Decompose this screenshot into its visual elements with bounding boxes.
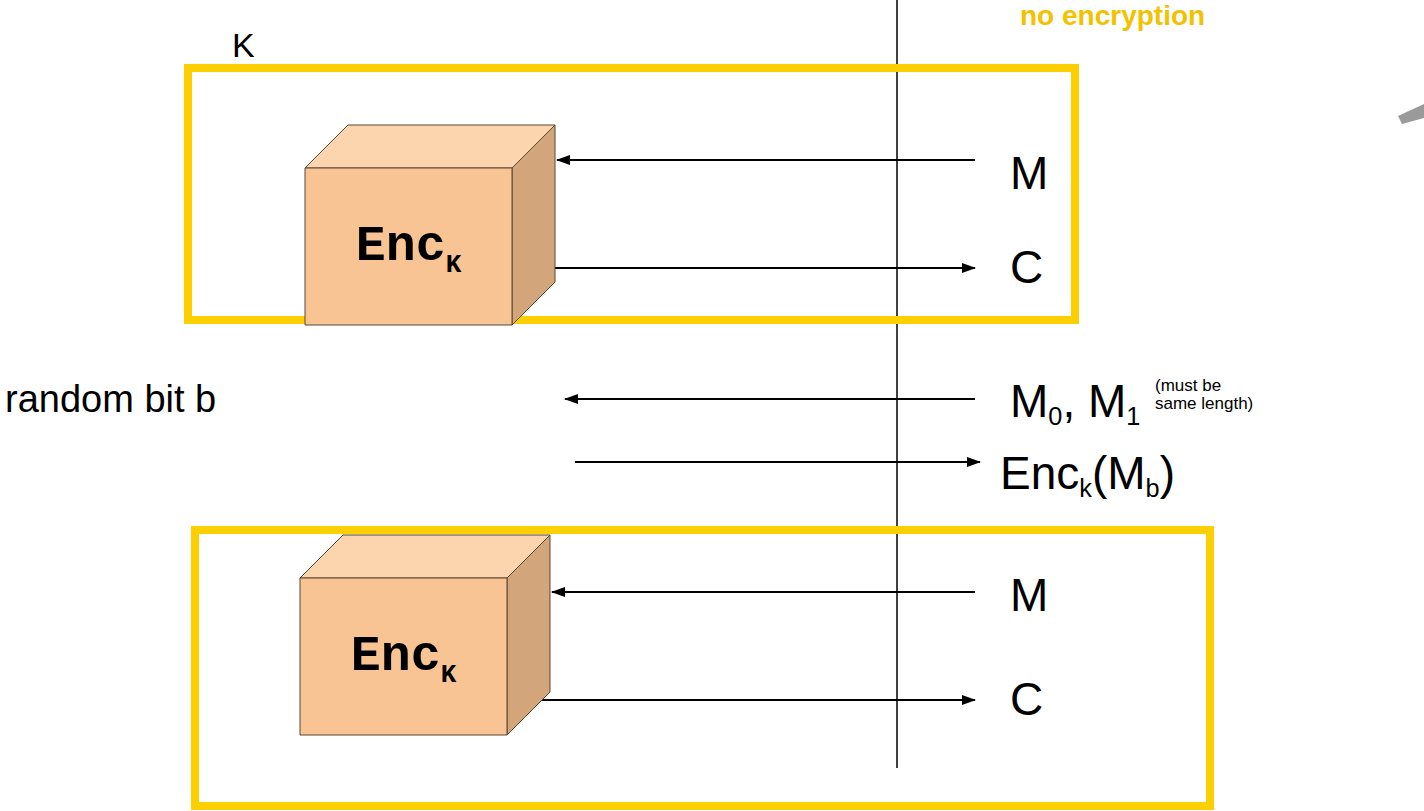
cube-face	[305, 125, 555, 168]
challenge-arrow	[565, 398, 975, 400]
cube-face-text: EncK	[305, 168, 512, 325]
cube-face-text: EncK	[300, 578, 507, 735]
label-text: )	[1160, 447, 1175, 499]
cube-face	[305, 168, 512, 325]
label-text: no encryption	[1020, 0, 1205, 31]
query-arrow	[557, 159, 975, 161]
label-text: C	[1010, 241, 1043, 293]
challenge-messages: M0, M1	[1010, 378, 1140, 429]
note-text: no encryption	[1020, 2, 1205, 30]
ciphertext-label: C	[1010, 244, 1043, 290]
oracle-frame	[195, 530, 1210, 806]
reply-arrow	[512, 267, 975, 269]
divider-line	[896, 0, 898, 768]
cube-face	[300, 578, 507, 735]
label-text: k	[1079, 474, 1092, 502]
label-text: K	[232, 26, 255, 64]
label-text: b	[1146, 474, 1160, 502]
encryption-cube: EncK	[305, 125, 555, 325]
label-text: M	[1010, 147, 1048, 199]
label-text: 1	[1126, 402, 1140, 430]
encryption-cube: EncK	[300, 535, 550, 735]
key-subscript: K	[441, 662, 457, 688]
label-text: , M	[1062, 375, 1126, 427]
key-label: K	[232, 28, 255, 62]
cartoon-fragment	[1398, 104, 1424, 124]
function-name: Enc	[351, 632, 441, 682]
label-text: M	[1010, 569, 1048, 621]
cube-face	[507, 535, 550, 735]
cube-face	[300, 535, 550, 578]
label-text: C	[1010, 673, 1043, 725]
label-text: (M	[1092, 447, 1146, 499]
key-subscript: K	[446, 252, 462, 278]
label-text: M	[1010, 375, 1048, 427]
challenge-reply-arrow	[575, 461, 980, 463]
label-text: 0	[1048, 402, 1062, 430]
challenger-note: random bit b	[5, 380, 216, 418]
length-note: (must be same length)	[1155, 377, 1265, 413]
challenge-ciphertext: Enck(Mb)	[1000, 450, 1175, 501]
reply-arrow	[507, 699, 975, 701]
message-label: M	[1010, 150, 1048, 196]
label-text: Enc	[1000, 447, 1079, 499]
label-text: random bit b	[5, 378, 216, 420]
query-arrow	[552, 591, 975, 593]
ciphertext-label: C	[1010, 676, 1043, 722]
label-text: (must be same length)	[1155, 376, 1253, 413]
cube-face	[512, 125, 555, 325]
function-name: Enc	[356, 222, 446, 272]
message-label: M	[1010, 572, 1048, 618]
